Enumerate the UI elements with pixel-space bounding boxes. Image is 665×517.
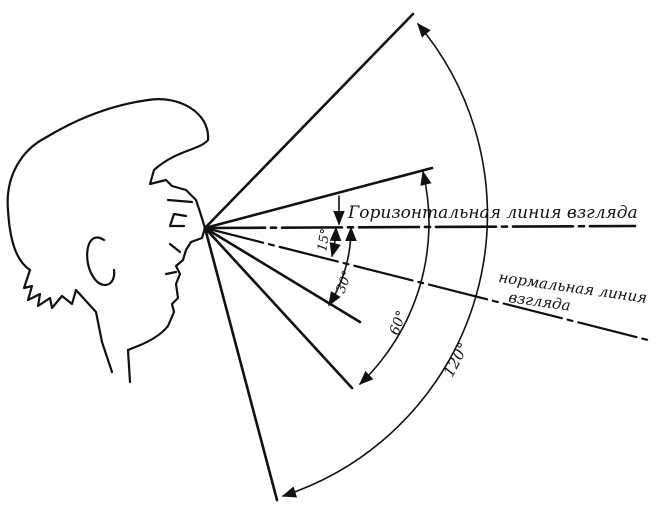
hair-fringe xyxy=(24,270,76,308)
head-profile xyxy=(8,99,208,382)
horizontal-line-label: Горизонтальная линия взгляда xyxy=(347,203,638,223)
angle-15-label: 15° xyxy=(315,227,334,252)
horizontal-sight-line xyxy=(205,226,635,228)
upper-boundary-120 xyxy=(205,14,413,228)
eyebrow xyxy=(168,200,192,202)
back-head xyxy=(76,290,112,372)
ear xyxy=(87,237,114,284)
face-profile xyxy=(128,228,205,350)
mouth-line xyxy=(166,272,176,274)
neck xyxy=(128,350,130,382)
lower-boundary-30 xyxy=(205,228,360,322)
arc-120 xyxy=(283,24,487,496)
angle-60-label: 60° xyxy=(387,309,411,338)
angle-120-label: 120° xyxy=(440,340,473,380)
eye-icon xyxy=(170,214,186,226)
angle-30-label: 30° xyxy=(334,269,356,296)
nose-detail xyxy=(170,244,180,252)
head-outline xyxy=(8,99,208,270)
angle-arcs xyxy=(283,24,487,496)
